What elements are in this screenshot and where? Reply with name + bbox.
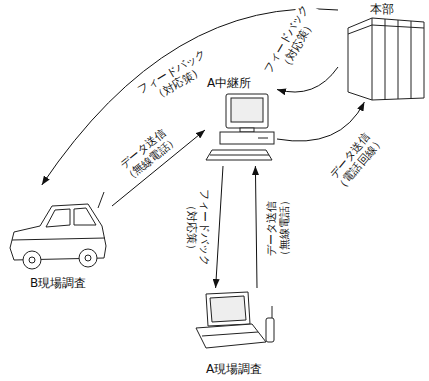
station-label: A現場調査 — [206, 362, 262, 376]
connector-arrow — [216, 166, 223, 288]
survey-laptop — [196, 292, 274, 348]
edge-label: フィードバック（対応策） — [185, 186, 211, 269]
station-node: 本部 — [338, 2, 426, 102]
station-node: A中継所 — [205, 76, 277, 166]
station-label: 本部 — [370, 2, 394, 16]
survey-car — [10, 192, 106, 269]
edge-label: データ送信（無線電話） — [265, 192, 291, 264]
connector-arrow — [255, 166, 257, 288]
station-label: A中継所 — [207, 76, 251, 90]
headquarters-building — [348, 18, 424, 100]
edge-label: フィードバック（対応策） — [132, 46, 217, 111]
station-label: B現場調査 — [30, 276, 86, 290]
station-node: A現場調査 — [188, 288, 280, 376]
relay-computer — [206, 94, 274, 160]
station-node: B現場調査 — [4, 185, 112, 290]
connector-arrow — [277, 102, 364, 141]
